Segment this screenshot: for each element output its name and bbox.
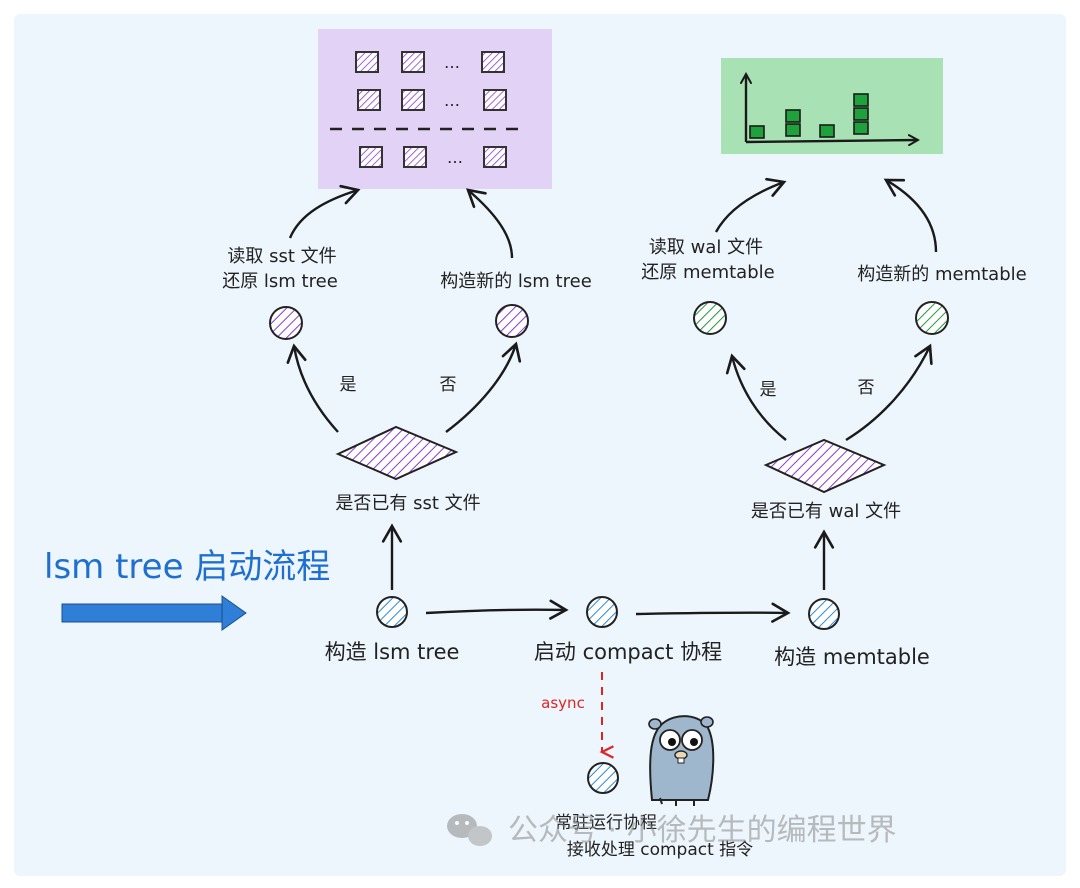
arrow-sst-no [445,341,522,433]
node-sst-restore [269,306,303,340]
arrow-compact-to-memtable [635,602,791,623]
arrow-to-memtable-box-right [883,178,938,253]
arrow-wal-no [845,343,933,442]
sst-ellipsis-2: … [444,91,460,110]
gopher-mascot-icon [648,715,715,806]
sst-storage-box: … … … [318,29,552,189]
node-wal-restore [693,301,727,335]
label-sst-restore-line2: 还原 lsm tree [222,271,338,292]
label-wal-restore-line2: 还原 memtable [641,262,774,283]
node-start-compact [586,596,618,628]
arrow-to-sst-box-right [465,188,514,259]
decision-sst-diamond [335,425,459,481]
watermark: 公众号 · 小徐先生的编程世界 [447,813,897,848]
diagram-title: lsm tree 启动流程 [44,547,330,587]
label-resident-line2: 接收处理 compact 指令 [567,840,753,860]
label-wal-new: 构造新的 memtable [857,264,1026,285]
mini-chart-blocks [749,93,869,139]
label-wal-decision: 是否已有 wal 文件 [751,501,901,522]
arrow-sst-yes [286,343,339,433]
label-wal-no: 否 [858,378,875,398]
node-sst-new [495,304,529,338]
arrow-wal-yes [725,353,787,441]
node-wal-new [915,301,949,335]
node-build-memtable [808,598,840,630]
label-build-memtable: 构造 memtable [774,645,930,669]
label-sst-no: 否 [440,375,457,395]
decision-wal-diamond [763,438,887,494]
mini-chart-x-axis [745,140,918,142]
arrow-to-memtable-box-left [714,177,787,233]
label-sst-decision: 是否已有 sst 文件 [335,493,480,514]
label-build-lsm-tree: 构造 lsm tree [325,640,460,664]
wechat-icon [447,814,492,846]
label-async: async [541,694,585,712]
label-sst-restore-line1: 读取 sst 文件 [227,246,336,267]
arrow-lsm-to-compact [425,599,569,620]
label-start-compact: 启动 compact 协程 [534,640,722,664]
label-sst-new: 构造新的 lsm tree [440,271,592,292]
label-wal-yes: 是 [760,380,777,400]
label-sst-yes: 是 [340,375,357,395]
title-arrow-icon [61,595,247,631]
watermark-text: 公众号 · 小徐先生的编程世界 [508,813,897,848]
canvas-background [14,14,1066,876]
arrow-to-sst-box-left [288,184,361,239]
sst-cells [355,51,507,168]
node-build-lsm-tree [376,596,408,628]
sst-ellipsis-1: … [444,53,460,72]
label-resident-line1: 常驻运行协程 [555,813,657,833]
sst-ellipsis-3: … [447,148,463,167]
node-resident-coroutine [587,762,619,794]
label-wal-restore-line1: 读取 wal 文件 [649,237,763,258]
memtable-storage-box [721,58,943,154]
